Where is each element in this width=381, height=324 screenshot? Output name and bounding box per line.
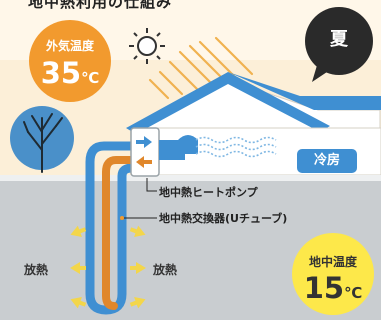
diagram-title: 地中熱利用の仕組み: [28, 0, 173, 11]
ground-temperature-badge: 地中温度 15℃: [292, 233, 374, 315]
outside-temperature-value: 35℃: [29, 58, 111, 93]
ground-temperature-unit: ℃: [344, 284, 363, 302]
outside-temperature-badge: 外気温度 35℃: [29, 20, 111, 102]
heat-exchanger-callout: 地中熱交換器(Uチューブ): [159, 212, 288, 225]
cooling-label: 冷房: [297, 149, 357, 173]
ground-temperature-number: 15: [303, 271, 345, 305]
outside-temperature-unit: ℃: [81, 69, 100, 87]
ground-temperature-value: 15℃: [292, 273, 374, 308]
callout-leaders: [120, 178, 157, 220]
ground-surface: [0, 175, 381, 181]
sunlight-rays: [148, 36, 254, 100]
heat-pump-icon: [130, 127, 185, 177]
ground-temperature-label: 地中温度: [308, 255, 357, 269]
season-badge: 夏: [305, 7, 373, 75]
heat-release-label-right: 放熱: [153, 263, 178, 277]
outside-temperature-label: 外気温度: [45, 39, 94, 53]
heat-arrow-icon: [70, 225, 146, 309]
sun-icon: [129, 28, 165, 64]
outside-temperature-number: 35: [40, 56, 82, 90]
heat-release-label-left: 放熱: [24, 263, 49, 277]
cool-air-icon: [195, 136, 277, 158]
bare-tree-icon: [10, 106, 74, 173]
heat-pump-callout: 地中熱ヒートポンプ: [159, 186, 258, 199]
u-tube-pipe: [85, 141, 145, 315]
